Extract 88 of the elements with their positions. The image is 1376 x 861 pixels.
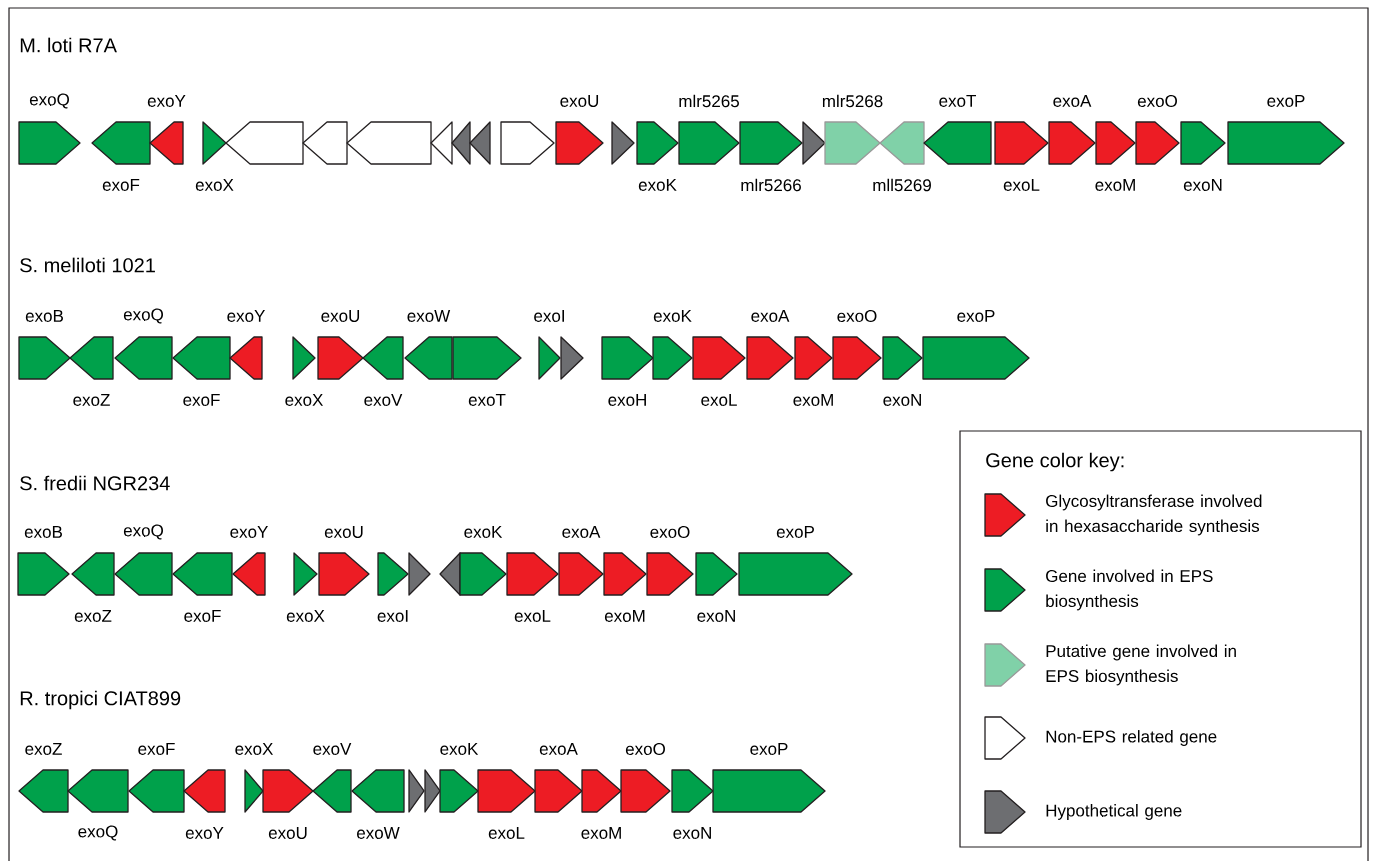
gene-label: exoX (235, 743, 273, 755)
gene-label: mlr5268 (822, 94, 883, 108)
gene-label: exoP (750, 743, 788, 755)
gene-label: exoP (776, 526, 814, 538)
gene-symbol (408, 769, 425, 813)
gene-label: exoZ (25, 743, 62, 755)
gene-label: exoW (407, 310, 451, 322)
gene-label: exoO (1137, 95, 1177, 107)
gene-label: exoI (377, 610, 408, 622)
gene-label: exoA (751, 310, 790, 322)
gene-symbol (611, 121, 635, 165)
gene-symbol (225, 121, 304, 165)
gene-label: exoL (1003, 179, 1040, 191)
gene-label: exoZ (73, 394, 110, 406)
gene-label: exoM (604, 610, 645, 622)
gene-label: exoN (1183, 179, 1222, 191)
gene-label: exoO (650, 526, 690, 538)
gene-label: exoX (195, 179, 234, 191)
gene-label: exoV (313, 743, 352, 755)
legend-title: Gene color key: (986, 452, 1124, 472)
gene-symbol (500, 121, 555, 165)
gene-label: exoQ (78, 825, 118, 841)
gene-label: exoY (185, 827, 224, 839)
gene-label: exoT (939, 95, 976, 107)
gene-label: exoK (440, 743, 479, 755)
gene-symbol (469, 121, 491, 165)
gene-label: exoU (560, 95, 599, 107)
gene-symbol (430, 121, 453, 165)
gene-label: exoF (184, 610, 221, 622)
gene-label: exoL (701, 394, 737, 406)
gene-label: exoP (957, 310, 995, 322)
gene-label: exoX (285, 394, 323, 406)
gene-label: exoL (488, 827, 525, 839)
gene-label: exoO (837, 310, 877, 322)
gene-label: exoX (286, 610, 325, 622)
gene-label: exoM (1095, 179, 1135, 191)
gene-label: exoM (793, 394, 833, 406)
gene-label: exoQ (123, 308, 163, 324)
gene-label: exoF (138, 743, 175, 755)
strain-name: R. tropici CIAT899 (20, 690, 181, 710)
gene-label: exoU (268, 827, 307, 839)
gene-symbol (408, 552, 431, 596)
gene-label: exoU (324, 526, 363, 538)
legend-text: Hypothetical gene (1046, 804, 1182, 820)
gene-label: exoK (638, 179, 677, 191)
gene-symbol (451, 121, 471, 165)
gene-label: exoP (1267, 95, 1305, 107)
legend-text: Glycosyltransferase involved in hexasaccharide synthesis (1046, 494, 1262, 536)
gene-label: exoY (147, 95, 186, 107)
gene-symbol (424, 769, 441, 813)
gene-label: exoF (102, 179, 140, 191)
gene-symbol (802, 121, 826, 165)
gene-label: exoL (514, 610, 551, 622)
strain-name: M. loti R7A (20, 37, 117, 53)
gene-label: exoZ (74, 610, 112, 622)
gene-label: exoI (534, 310, 564, 322)
gene-label: exoN (697, 610, 735, 622)
gene-label: exoN (673, 827, 711, 839)
gene-label: exoK (464, 526, 503, 538)
gene-label: exoQ (123, 524, 163, 540)
gene-label: mll5269 (873, 178, 931, 192)
gene-label: exoO (625, 743, 665, 755)
strain-name: S. meliloti 1021 (20, 257, 155, 273)
legend-text: Gene involved in EPS biosynthesis (1046, 569, 1213, 611)
gene-label: exoA (562, 526, 601, 538)
gene-label: exoK (653, 310, 692, 322)
gene-symbol (302, 121, 348, 165)
gene-label: exoU (321, 310, 360, 322)
gene-label: exoN (883, 394, 921, 406)
gene-label: exoH (608, 394, 646, 406)
gene-label: mlr5265 (679, 94, 739, 108)
legend-text: Non-EPS related gene (1046, 730, 1217, 746)
gene-label: exoT (468, 394, 506, 406)
gene-label: exoB (25, 310, 63, 322)
legend-text: Putative gene involved in EPS biosynthesis (1046, 644, 1236, 686)
gene-label: exoA (1053, 95, 1092, 107)
gene-label: exoV (364, 394, 403, 406)
gene-label: mlr5266 (741, 178, 801, 192)
gene-label: exoY (227, 310, 265, 322)
gene-label: exoQ (29, 93, 69, 109)
gene-label: exoB (24, 526, 62, 538)
gene-label: exoF (183, 394, 220, 406)
gene-label: exoA (539, 743, 578, 755)
strain-name: S. fredii NGR234 (20, 475, 170, 491)
gene-label: exoY (230, 526, 268, 538)
gene-label: exoW (357, 827, 400, 839)
gene-symbol (560, 336, 584, 380)
gene-label: exoM (581, 827, 621, 839)
